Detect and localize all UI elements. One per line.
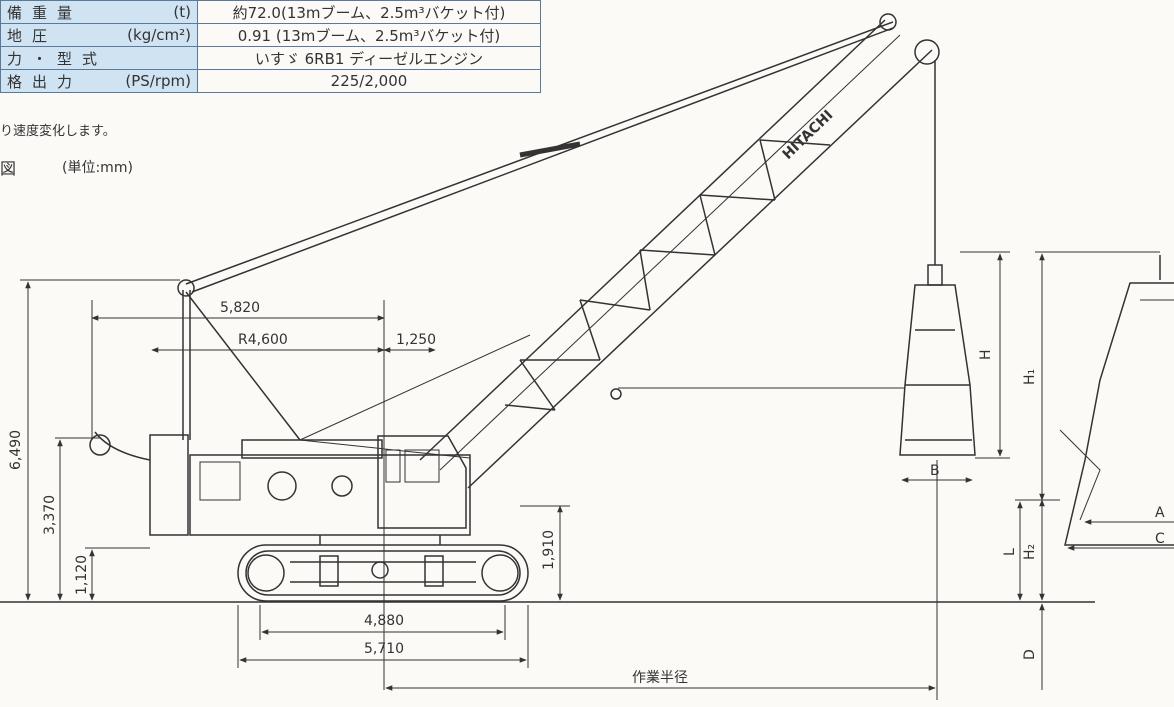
dim-tumbler-distance: 4,880 [364,613,404,629]
spec-unit: (kg/cm²) [127,26,191,44]
dim-bucket-h: H [978,349,994,360]
spec-value: いすゞ 6RB1 ディーゼルエンジン [197,46,541,70]
clamshell-bucket [899,264,976,456]
spec-label: 地圧 [7,26,58,45]
dim-bucket-d: D [1022,649,1038,660]
dim-bucket-a: A [1155,505,1165,521]
dim-track-height: 1,910 [541,530,557,570]
dim-overall-height: 6,490 [8,430,24,470]
spec-label: 力・型式 [7,49,108,68]
spec-value: 225/2,000 [197,69,541,93]
dim-counterweight-clearance: 1,120 [74,555,90,595]
spec-unit: (t) [173,3,191,21]
spec-label-cell: 格出力 (PS/rpm) [0,69,198,93]
spec-table: 備重量 (t) 約72.0(13mブーム、2.5m³バケット付) 地圧 (kg/cm… [0,0,541,93]
dim-bucket-h2: H₂ [1022,544,1038,560]
dim-cab-height: 3,370 [42,495,58,535]
spec-row: 備重量 (t) 約72.0(13mブーム、2.5m³バケット付) [0,0,541,24]
spec-label-cell: 地圧 (kg/cm²) [0,23,198,47]
dim-boom-foot-offset: 1,250 [396,332,436,348]
spec-label: 備重量 [7,3,83,22]
pendant-rope [191,27,894,293]
crane-body [189,439,471,545]
spec-row: 力・型式 いすゞ 6RB1 ディーゼルエンジン [0,46,541,70]
counterweight [149,434,189,536]
spec-label: 格出力 [7,72,83,91]
dim-bucket-b: B [930,463,940,479]
spec-value: 約72.0(13mブーム、2.5m³バケット付) [197,0,541,24]
spec-label-cell: 力・型式 [0,46,198,70]
footnote: り速度変化します。 [0,124,116,139]
bucket-side-view [1059,255,1174,546]
spec-row: 格出力 (PS/rpm) 225/2,000 [0,69,541,93]
crawler-track [237,544,529,602]
figure-unit-label: (単位:mm) [62,160,133,176]
dim-bucket-l: L [1002,548,1018,556]
brand-label: HITACHI [780,107,837,163]
figure-title: 図 [0,159,17,178]
dim-tail-radius: R4,600 [238,332,288,348]
dim-working-radius: 作業半径 [632,670,688,686]
dim-bucket-h1: H₁ [1022,369,1038,385]
boom [299,13,940,489]
dim-bucket-c: C [1155,531,1165,547]
dim-crawler-length: 5,710 [364,641,404,657]
dim-boom-foot-radius: 5,820 [220,300,260,316]
spec-unit: (PS/rpm) [125,72,191,90]
spec-label-cell: 備重量 (t) [0,0,198,24]
